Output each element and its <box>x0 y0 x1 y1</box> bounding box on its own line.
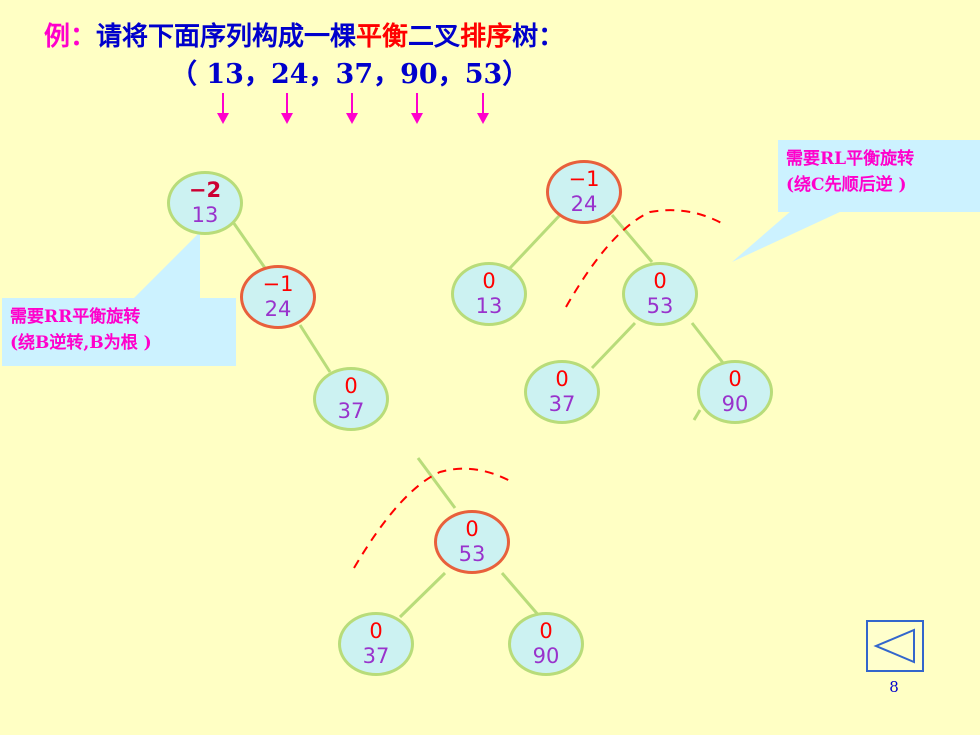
tree-edge <box>500 572 542 618</box>
balance-factor: −2 <box>188 178 222 202</box>
node-key: 53 <box>458 542 486 566</box>
tree-node-13: 0 13 <box>451 262 527 326</box>
callout-rl: 需要RL平衡旋转 (绕C先顺后逆 ) <box>778 140 980 212</box>
arrow-down-icon <box>411 93 423 124</box>
rotation-curve <box>565 209 726 308</box>
tree-edge <box>416 457 457 509</box>
tree-node-37: 0 37 <box>313 367 389 431</box>
tree-node-90: 0 90 <box>697 360 773 424</box>
slide-title: 例：请将下面序列构成一棵平衡二叉排序树： <box>44 16 564 53</box>
tree-edge <box>610 214 654 263</box>
tree-node-37: 0 37 <box>338 612 414 676</box>
title-part3: 树： <box>512 22 565 52</box>
callout-rl-line1: 需要RL平衡旋转 <box>786 149 915 169</box>
triangle-left-icon <box>873 628 915 664</box>
arrow-down-icon <box>477 93 489 124</box>
title-prefix: 例： <box>44 22 97 52</box>
tree-node-90: 0 90 <box>508 612 584 676</box>
tree-edge <box>298 324 332 373</box>
arrow-down-icon <box>281 93 293 124</box>
tree-edge <box>692 409 702 421</box>
balance-factor: 0 <box>653 269 667 293</box>
node-key: 37 <box>548 392 576 416</box>
balance-factor: 0 <box>555 367 569 391</box>
rotation-curve <box>353 467 513 569</box>
callout-rl-line2: (绕C先顺后逆 ) <box>786 175 907 195</box>
callout-rl-pointer <box>732 198 870 262</box>
node-key: 37 <box>337 399 365 423</box>
tree-node-53: 0 53 <box>434 510 510 574</box>
callout-rr: 需要RR平衡旋转 (绕B逆转,B为根 ) <box>2 298 236 366</box>
title-part1: 请将下面序列构成一棵 <box>96 22 357 52</box>
tree-edge <box>590 321 637 370</box>
page-number: 8 <box>889 678 899 696</box>
tree-edge <box>398 571 447 619</box>
balance-factor: 0 <box>482 269 496 293</box>
balance-factor: −1 <box>262 272 294 296</box>
node-key: 37 <box>362 644 390 668</box>
node-key: 24 <box>264 297 292 321</box>
balance-factor: 0 <box>465 517 479 541</box>
callout-rr-line1: 需要RR平衡旋转 <box>10 307 141 327</box>
node-key: 53 <box>646 294 674 318</box>
tree-node-24: −1 24 <box>546 160 622 224</box>
balance-factor: 0 <box>344 374 358 398</box>
tree-edge <box>508 213 562 270</box>
title-balanced: 平衡 <box>356 22 409 52</box>
sequence-text: （ 13，24，37，90，53） <box>170 59 530 90</box>
arrow-down-icon <box>346 93 358 124</box>
node-key: 90 <box>532 644 560 668</box>
tree-edge <box>231 221 267 269</box>
title-sort: 排序 <box>460 22 513 52</box>
tree-node-37: 0 37 <box>524 360 600 424</box>
tree-node-24: −1 24 <box>240 265 316 329</box>
callout-rr-line2: (绕B逆转,B为根 ) <box>10 333 152 353</box>
node-key: 13 <box>475 294 503 318</box>
balance-factor: 0 <box>369 619 383 643</box>
node-key: 24 <box>570 192 598 216</box>
tree-node-53: 0 53 <box>622 262 698 326</box>
node-key: 90 <box>721 392 749 416</box>
arrow-down-icon <box>217 93 229 124</box>
node-key: 13 <box>191 203 219 227</box>
balance-factor: −1 <box>568 167 600 191</box>
balance-factor: 0 <box>539 619 553 643</box>
callout-rr-pointer <box>130 232 200 302</box>
title-part2: 二叉 <box>408 22 461 52</box>
prev-slide-button[interactable] <box>866 620 924 672</box>
tree-edge <box>690 322 729 369</box>
balance-factor: 0 <box>728 367 742 391</box>
tree-node-13: −2 13 <box>167 171 243 235</box>
